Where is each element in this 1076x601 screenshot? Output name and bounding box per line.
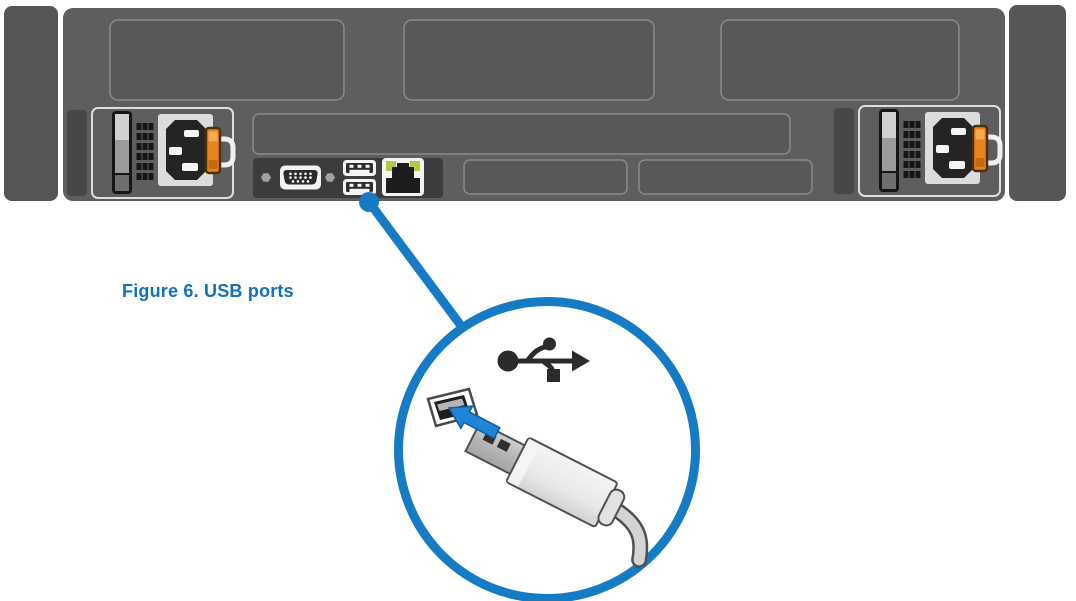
vga-port (280, 165, 321, 190)
usb-type-a-connector (464, 421, 649, 568)
ethernet-led-left (386, 161, 396, 171)
ethernet-port (382, 158, 424, 196)
usb-port-top (343, 160, 376, 176)
insert-arrow-icon (447, 405, 501, 440)
slot-filler-2 (638, 159, 813, 195)
usb-connector-strain-relief (597, 488, 626, 527)
riser-slot-2 (403, 19, 655, 101)
io-panel (253, 158, 443, 198)
slot-filler-1 (463, 159, 628, 195)
usb-trident-icon (497, 337, 590, 382)
wide-slot (252, 113, 791, 155)
riser-slot-1 (109, 19, 345, 101)
rack-ear-right (1009, 5, 1066, 201)
ethernet-led-right (410, 161, 420, 171)
psu-left (67, 108, 233, 198)
rack-ear-left (4, 6, 58, 201)
callout-leader-line (365, 199, 466, 330)
psu-right (834, 106, 1000, 196)
riser-slot-3 (720, 19, 960, 101)
figure-caption: Figure 6. USB ports (122, 281, 294, 301)
